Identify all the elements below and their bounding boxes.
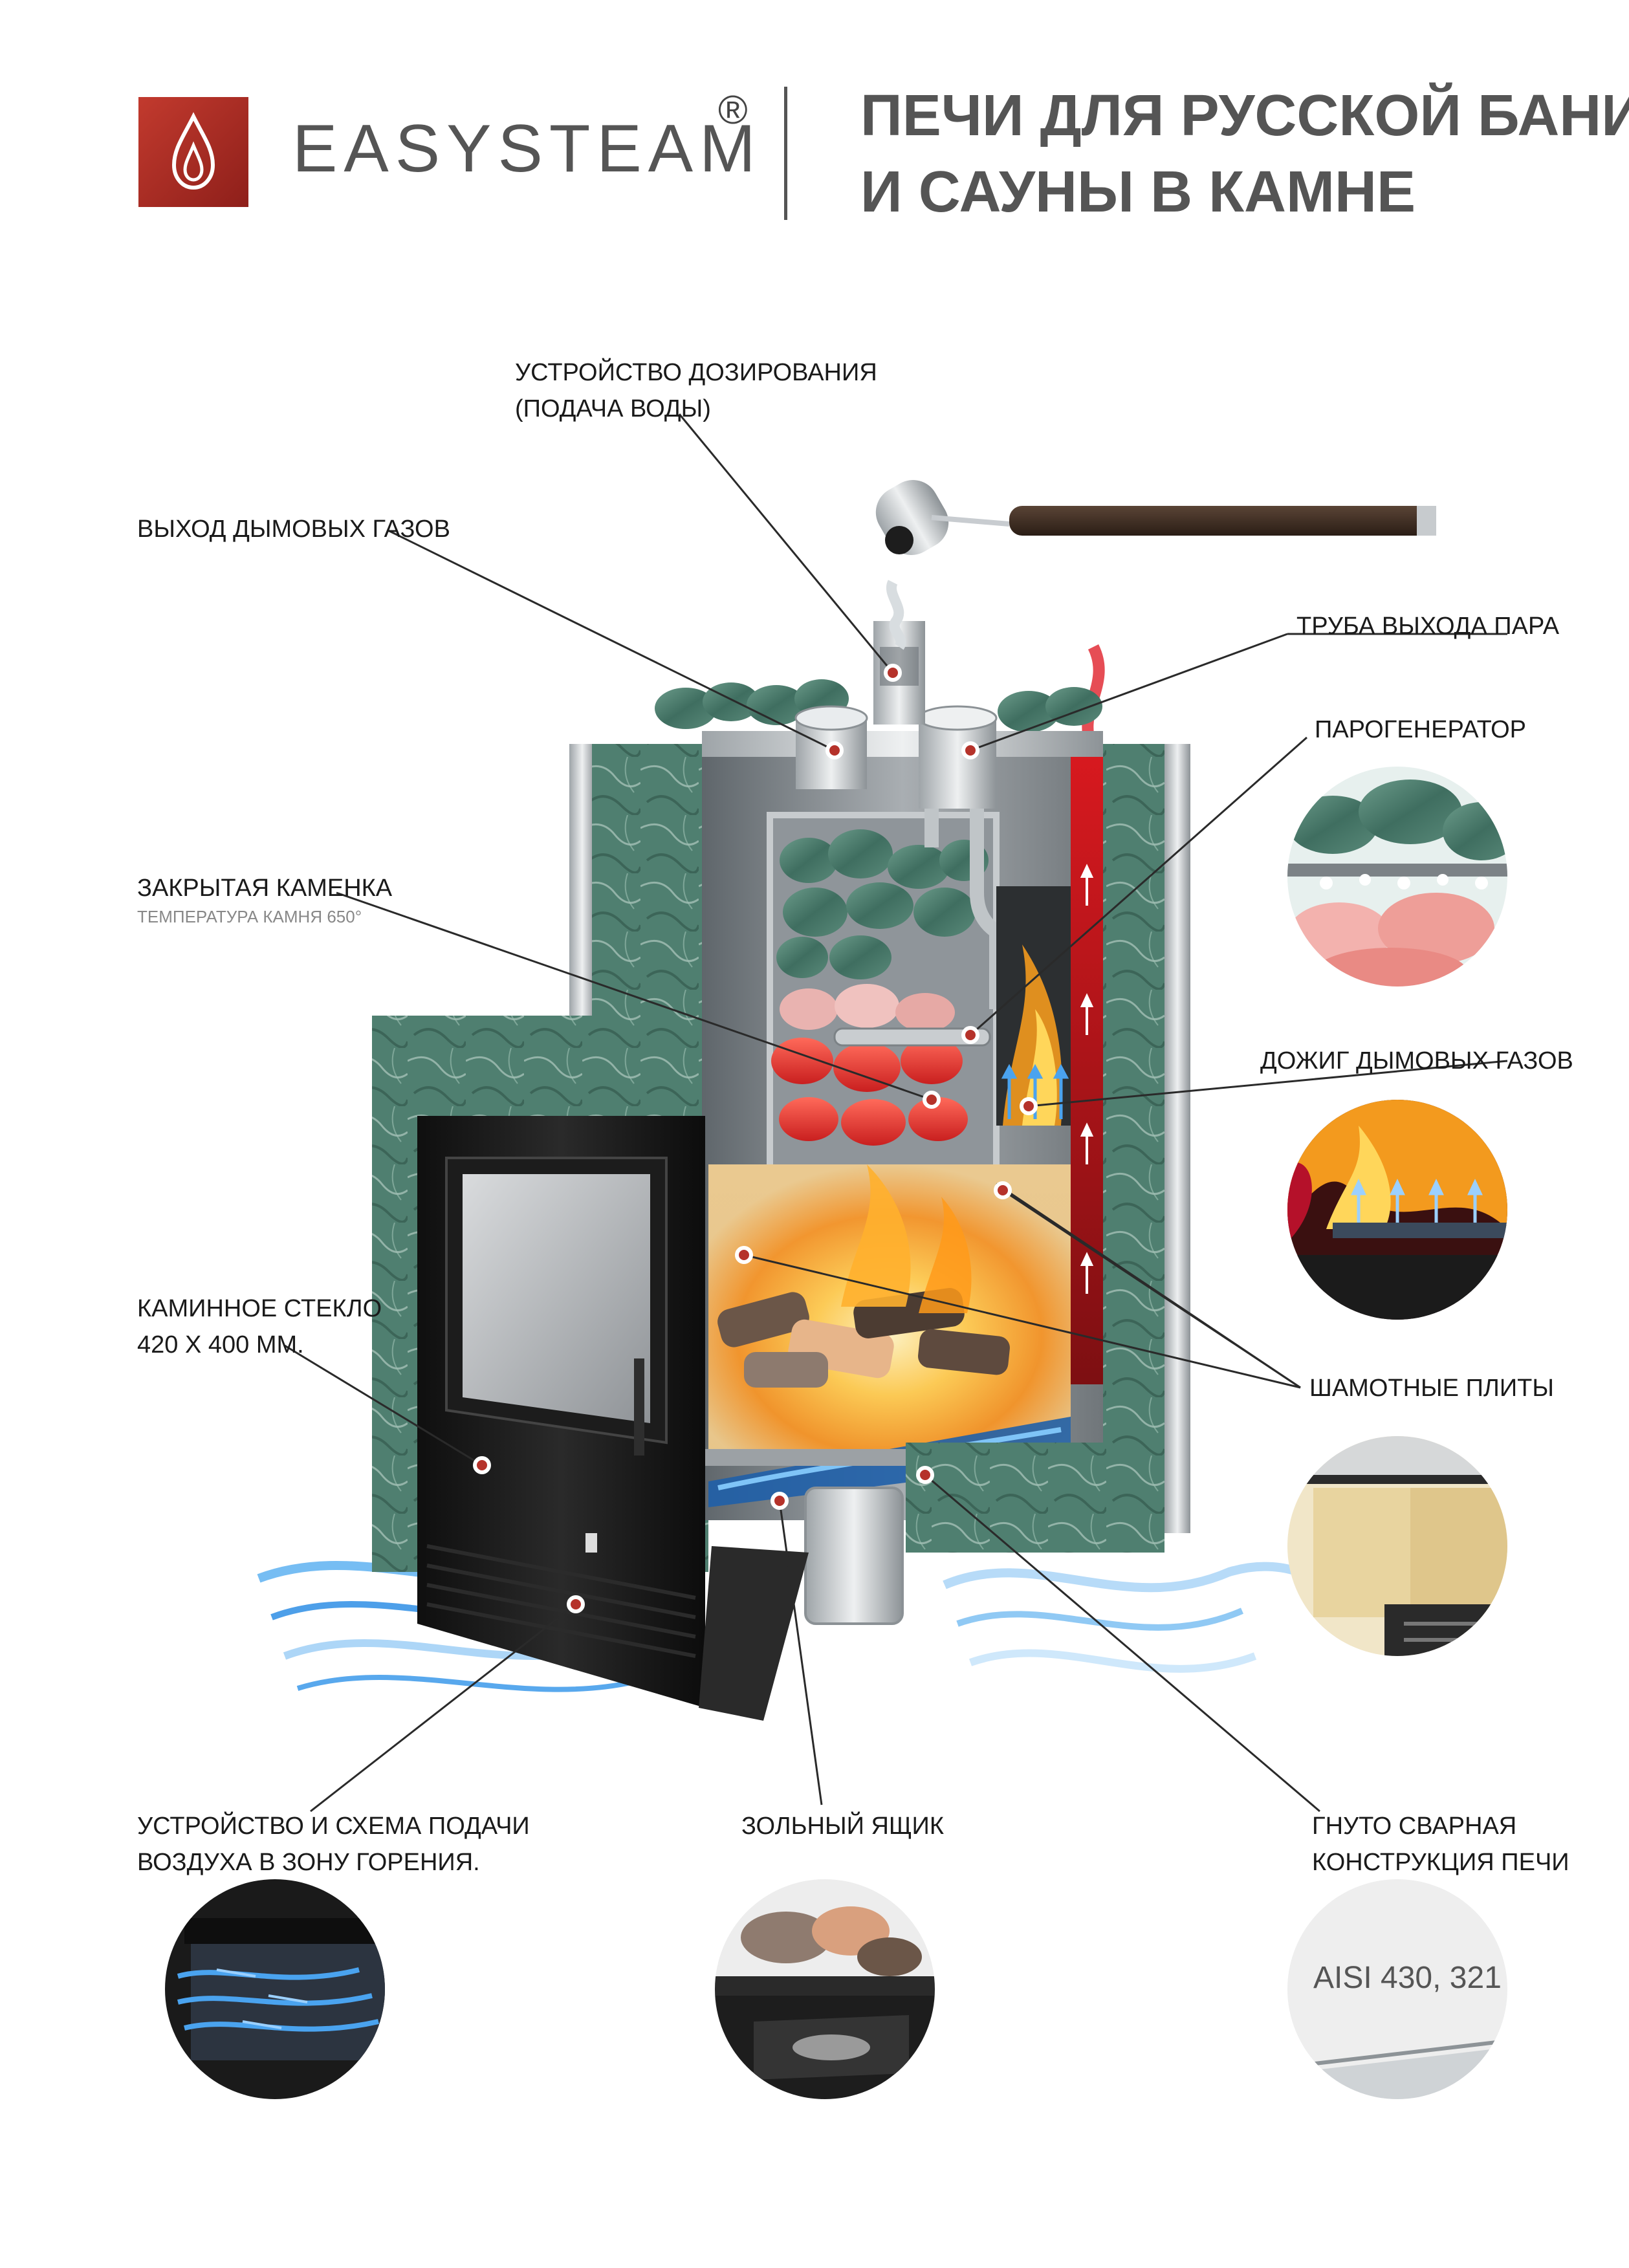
grate-plate [702,1449,909,1466]
water-stream [886,580,906,650]
label-fireplace-glass: КАМИННОЕ СТЕКЛО 420 Х 400 ММ. [137,1295,382,1358]
stone-cladding-left-upper [592,744,702,1016]
label-dosing-device: УСТРОЙСТВО ДОЗИРОВАНИЯ (ПОДАЧА ВОДЫ) [515,359,877,422]
steam-outlet-pipe [919,718,996,809]
door-brand-badge [585,1533,597,1553]
label-closed-heater: ЗАКРЫТАЯ КАМЕНКА ТЕМПЕРАТУРА КАМНЯ 650° [137,875,393,926]
ash-drawer [699,1546,809,1721]
label-chamotte: ШАМОТНЫЕ ПЛИТЫ [1309,1375,1554,1402]
fireplace-door [417,1116,705,1708]
label-smoke-exit: ВЫХОД ДЫМОВЫХ ГАЗОВ [137,516,450,543]
steel-frame-left [569,744,595,1016]
stove-top-cap [702,731,1103,757]
stone-cladding-base [906,1443,1164,1553]
detail-circle-afterburn [1287,1100,1507,1320]
detail-circle-ash-box [715,1879,935,2099]
flue-up-arrows [1080,864,1094,1294]
label-afterburn: ДОЖИГ ДЫМОВЫХ ГАЗОВ [1260,1047,1573,1074]
label-steam-pipe: ТРУБА ВЫХОДА ПАРА [1296,613,1560,640]
afterburn-air-arrows [1001,1063,1069,1119]
fireplace-glass [463,1174,650,1423]
page-title-line-1: ПЕЧИ ДЛЯ РУССКОЙ БАНИ [860,83,1629,148]
marker-dots [473,664,1038,1613]
page-title: ПЕЧИ ДЛЯ РУССКОЙ БАНИ И САУНЫ В КАМНЕ [860,78,1629,230]
registered-mark: ® [718,88,748,133]
label-bent-welded: ГНУТО СВАРНАЯ КОНСТРУКЦИЯ ПЕЧИ [1312,1813,1569,1876]
ash-box-body [804,1487,904,1625]
steam-pipe-inner [924,756,1003,1009]
pink-stones-inside [780,984,955,1032]
label-steam-generator: ПАРОГЕНЕРАТОР [1315,716,1527,743]
detail-circle-air-supply [165,1879,385,2099]
detail-circle-steam-generator [1287,767,1507,987]
leader-lines [284,413,1508,1813]
steel-frame-right [1164,744,1190,1533]
detail-circle-chamotte [1287,1436,1507,1656]
green-stones-inside [776,829,989,979]
brand-name: EASYSTEAM [292,111,762,186]
page-title-line-2: И САУНЫ В КАМНЕ [860,160,1416,224]
flame-1 [841,1164,911,1307]
flame-2 [919,1197,972,1313]
steel-grade-text: AISI 430, 321 [1313,1961,1502,1995]
hot-red-stones-inside [771,1038,968,1146]
brand-logo-icon [138,97,248,207]
air-flow-right [943,1562,1336,1673]
dosing-handle [1009,506,1436,536]
label-air-supply: УСТРОЙСТВО И СХЕМА ПОДАЧИ ВОЗДУХА В ЗОНУ… [137,1813,530,1876]
header-divider [784,87,787,220]
steam-generator-tube [833,1027,991,1047]
stone-cladding-right [1100,744,1171,1520]
label-ash-box: ЗОЛЬНЫЙ ЯЩИК [741,1813,944,1840]
